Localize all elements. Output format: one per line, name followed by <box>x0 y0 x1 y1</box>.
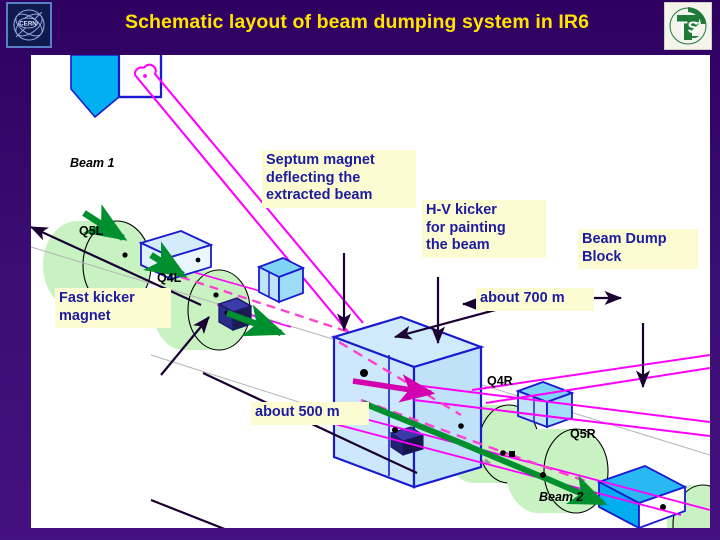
callout-about-700-m: about 700 m <box>476 288 594 311</box>
beam-2-label: Beam 2 <box>539 490 584 504</box>
q5r-label: Q5R <box>570 427 596 441</box>
page-title: Schematic layout of beam dumping system … <box>124 11 590 33</box>
q4l-label: Q4L <box>157 271 182 285</box>
callout-septum-magnet: Septum magnet deflecting the extracted b… <box>262 150 416 209</box>
beam2-magnet-bar <box>596 465 688 528</box>
septum-magnet-cube <box>256 257 306 304</box>
dump-beam-lines <box>413 354 710 437</box>
beam-dump-schematic <box>31 55 710 528</box>
beam-markers <box>122 252 546 478</box>
annotation-arrows <box>31 226 651 528</box>
extracted-beam-tube <box>133 63 364 334</box>
callout-hv-kicker: H-V kicker for painting the beam <box>422 200 546 259</box>
schematic-canvas: Beam 1 Beam 2 Q5L Q4L Q4R Q5R Septum mag… <box>31 55 710 528</box>
svg-text:CERN: CERN <box>19 21 37 28</box>
q5l-label: Q5L <box>79 224 104 238</box>
ts-logo: TS <box>664 2 712 50</box>
circulating-beam-arrows <box>82 204 608 506</box>
svg-text:TS: TS <box>677 18 699 37</box>
callout-fast-kicker-magnet: Fast kicker magnet <box>55 288 171 329</box>
painting-arrow <box>352 374 436 403</box>
callout-beam-dump-block: Beam Dump Block <box>578 229 698 270</box>
cern-logo: CERN <box>6 2 52 48</box>
ring-beam-lines <box>330 409 710 516</box>
callout-about-500-m: about 500 m <box>251 402 369 425</box>
beam-1-label: Beam 1 <box>70 156 115 170</box>
q4r-label: Q4R <box>487 374 513 388</box>
